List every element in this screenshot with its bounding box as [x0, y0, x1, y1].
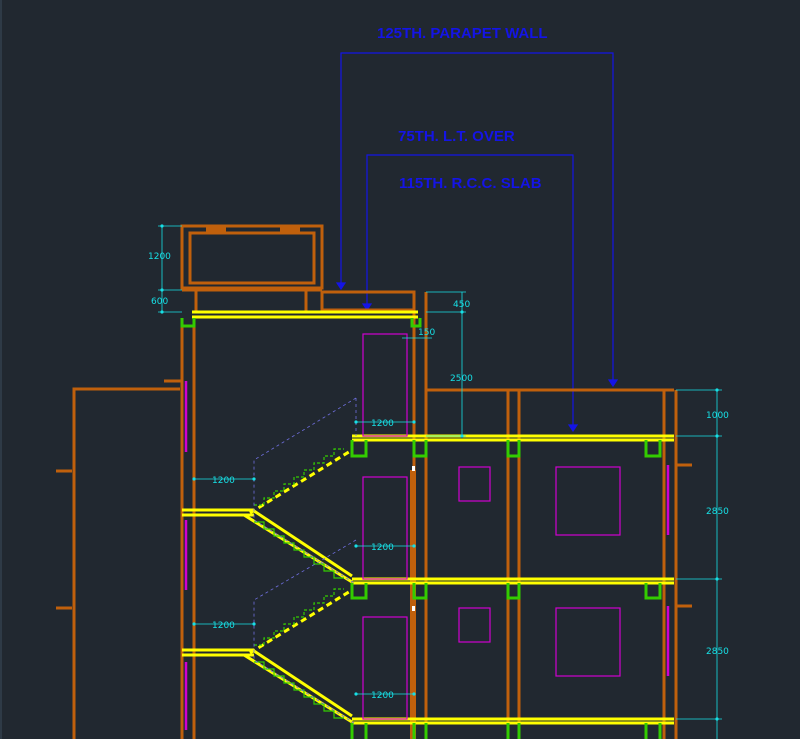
- dim-landing-low-right: 1200: [371, 691, 394, 701]
- dim-mumty-height: 2500: [450, 374, 473, 384]
- beams: [180, 318, 662, 739]
- stair-steps: [254, 521, 344, 719]
- dim-ledge: 150: [418, 328, 435, 338]
- dim-parapet-height: 1000: [706, 411, 729, 421]
- hidden-lines: [253, 397, 357, 724]
- annotation-lt-over: 75TH. L.T. OVER: [398, 128, 515, 145]
- dim-roof-offset: 450: [453, 300, 470, 310]
- dim-landing-top: 1200: [371, 419, 394, 429]
- small-markers: [412, 466, 415, 611]
- dim-floor-height-lower: 2850: [706, 647, 729, 657]
- annotation-parapet-wall: 125TH. PARAPET WALL: [377, 25, 548, 42]
- annotation-leaders: [335, 52, 619, 433]
- dim-tank-height: 1200: [148, 252, 171, 262]
- column: [410, 470, 416, 739]
- dim-floor-height-upper: 2850: [706, 507, 729, 517]
- openings: [184, 333, 670, 730]
- dim-landing-mid-left: 1200: [212, 476, 235, 486]
- dim-landing-mid-right: 1200: [371, 543, 394, 553]
- dim-landing-low-left: 1200: [212, 621, 235, 631]
- stair-steps-above: [254, 448, 344, 646]
- dimension-lines: [158, 225, 722, 739]
- dimension-ticks: [160, 224, 719, 721]
- dim-tank-base: 600: [151, 297, 168, 307]
- annotation-rcc-slab: 115TH. R.C.C. SLAB: [399, 175, 542, 192]
